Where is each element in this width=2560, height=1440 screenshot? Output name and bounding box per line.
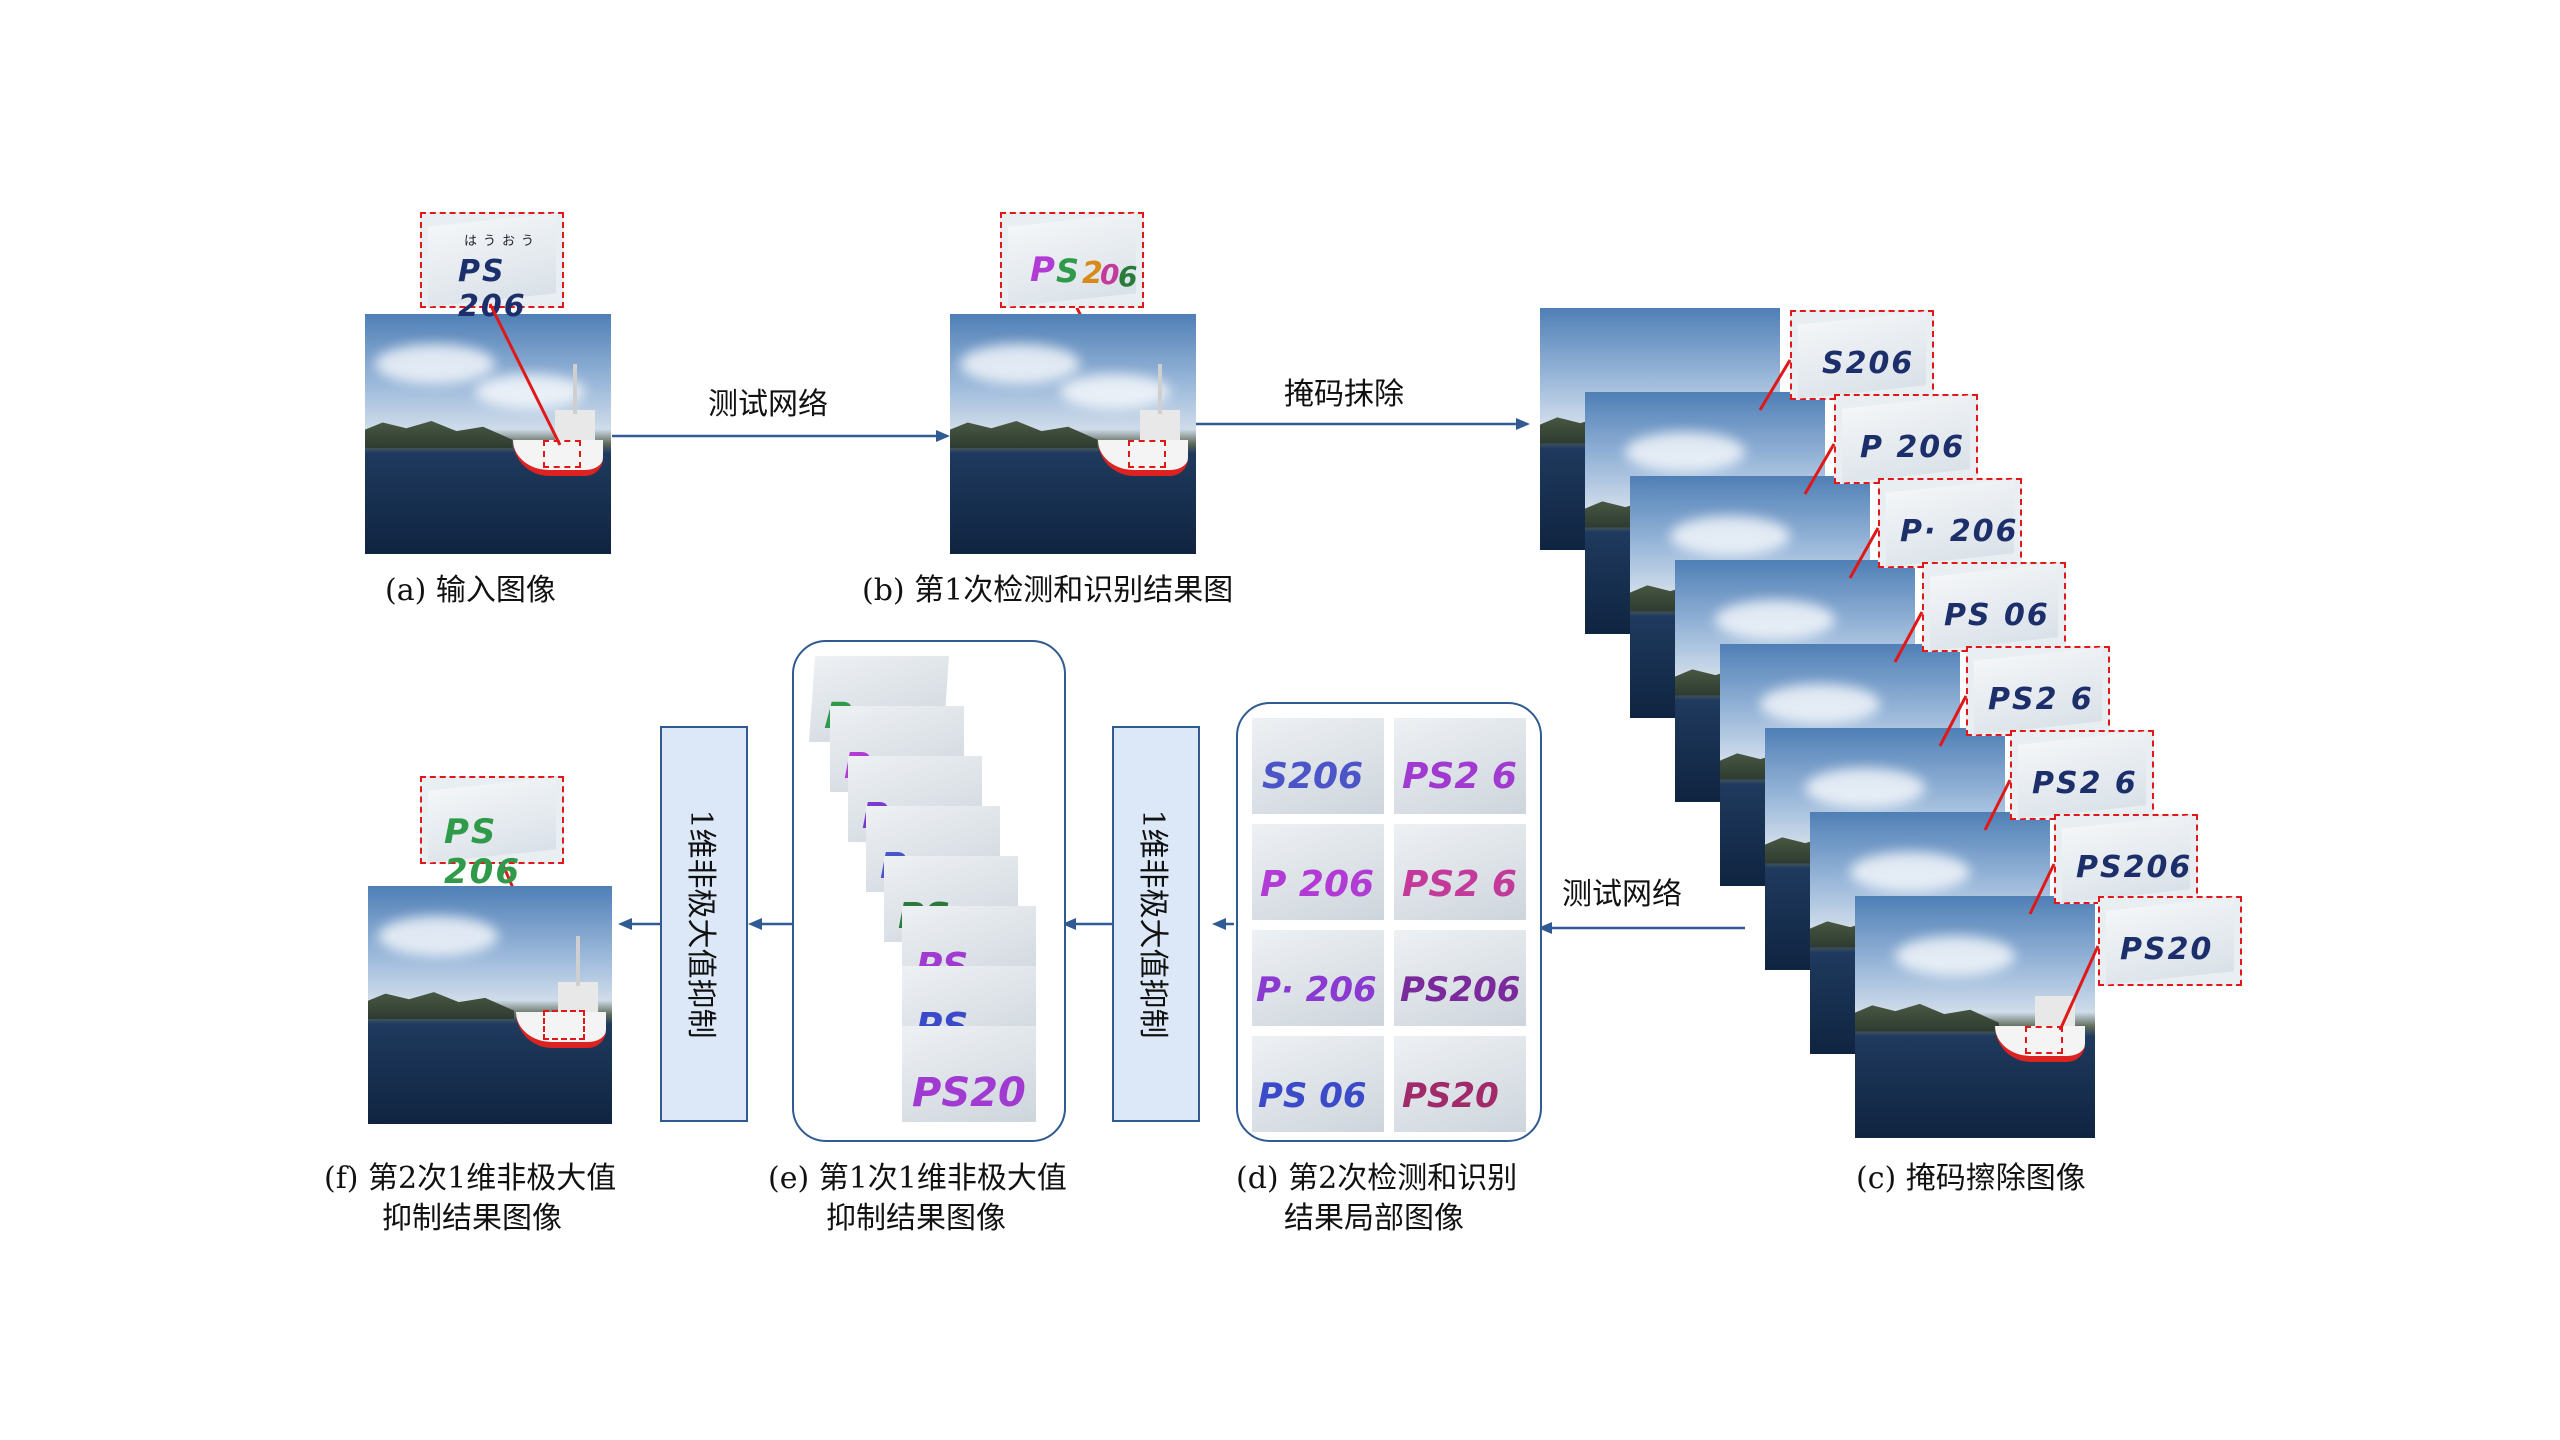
detect-char-6: 6 xyxy=(1118,260,1140,293)
arrow-label-mask-erase: 掩码抹除 xyxy=(1284,377,1404,412)
label-e-line1: (e) 第1次1维非极大值 xyxy=(768,1161,1067,1196)
second-detection-panel: S206 PS2 6 P 206 PS2 6 P· 206 PS206 PS 0… xyxy=(1236,702,1542,1142)
first-detection-callout: P S 2 0 6 xyxy=(1000,212,1144,308)
input-image xyxy=(365,314,611,554)
arrow-label-test-network-top: 测试网络 xyxy=(708,387,828,422)
tile-3: P 206 xyxy=(1252,824,1384,920)
final-result-image xyxy=(368,886,612,1124)
label-e-line2: 抑制结果图像 xyxy=(826,1201,1006,1236)
tile-8: PS20 xyxy=(1394,1036,1526,1132)
label-f-line1: (f) 第2次1维非极大值 xyxy=(324,1161,617,1196)
masked-callout-6: PS2 6 xyxy=(2010,730,2154,820)
tile-1: S206 xyxy=(1252,718,1384,814)
tile-7: PS 06 xyxy=(1252,1036,1384,1132)
plate-hiragana: はうおう xyxy=(464,234,541,249)
masked-callout-7: PS206 xyxy=(2054,814,2198,904)
tile-6: PS206 xyxy=(1394,930,1526,1026)
detect-char-s: S xyxy=(1056,252,1082,290)
tile-2: PS2 6 xyxy=(1394,718,1526,814)
detect-char-2: 2 xyxy=(1082,256,1105,291)
nms-box-right: 1维非极大值抑制 xyxy=(1112,726,1200,1122)
final-result-callout: PS 206 xyxy=(420,776,564,892)
label-f-line2: 抑制结果图像 xyxy=(382,1201,562,1236)
label-d-line2: 结果局部图像 xyxy=(1284,1201,1464,1236)
first-nms-panel: P P P P PS PS PS PS20 xyxy=(792,640,1066,1142)
masked-callout-2: P 206 xyxy=(1834,394,1978,484)
arrow-label-test-network-bottom: 测试网络 xyxy=(1562,877,1682,912)
tile-4: PS2 6 xyxy=(1394,824,1526,920)
label-a: (a) 输入图像 xyxy=(385,573,556,608)
tile-5: P· 206 xyxy=(1252,930,1384,1026)
masked-callout-8: PS20 xyxy=(2098,896,2242,986)
nms-box-left: 1维非极大值抑制 xyxy=(660,726,748,1122)
detect-char-0: 0 xyxy=(1100,258,1122,291)
final-plate-text: PS 206 xyxy=(444,812,521,892)
label-c: (c) 掩码擦除图像 xyxy=(1856,1161,2086,1196)
label-d-line1: (d) 第2次检测和识别 xyxy=(1236,1161,1518,1196)
label-b: (b) 第1次检测和识别结果图 xyxy=(862,573,1234,608)
first-detection-image xyxy=(950,314,1196,554)
detect-char-p: P xyxy=(1030,250,1057,290)
